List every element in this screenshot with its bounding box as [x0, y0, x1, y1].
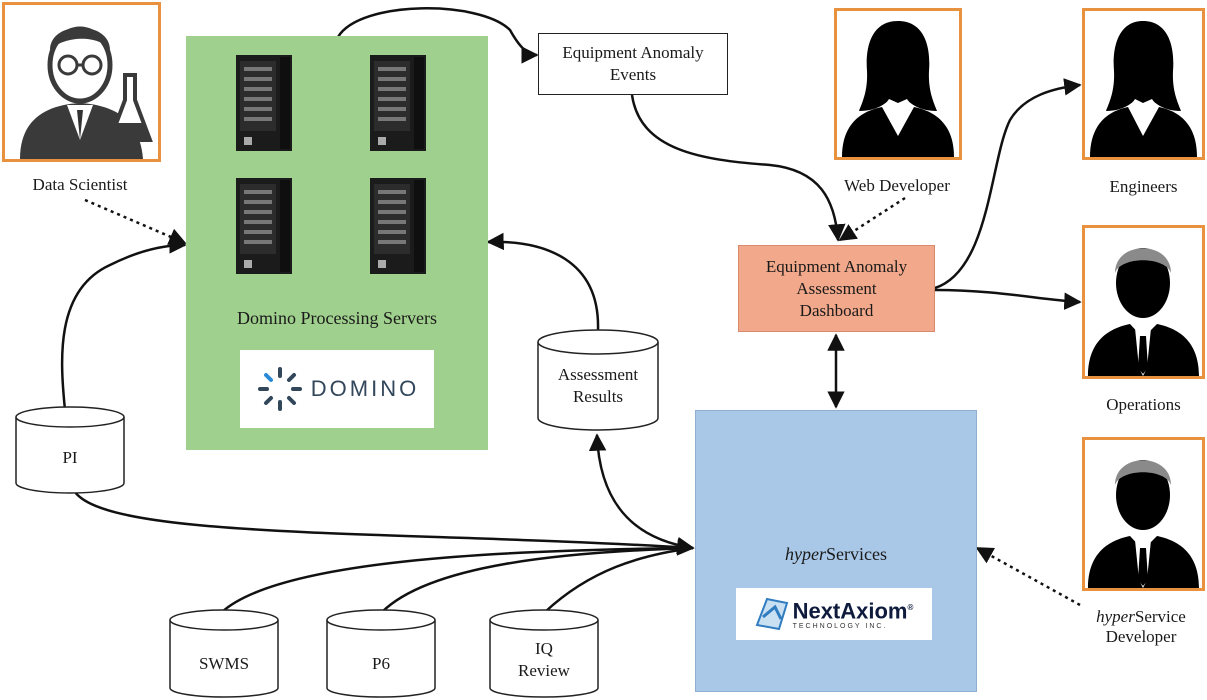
nextaxiom-subtitle: TECHNOLOGY INC.: [792, 623, 888, 631]
pi-db: PI: [14, 405, 126, 495]
assessment-label: Assessment Results: [536, 364, 660, 408]
data-scientist-portrait: [2, 2, 161, 162]
database-icon: [489, 609, 599, 698]
domino-caption: Domino Processing Servers: [237, 308, 437, 328]
domino-logo-text: DOMINO: [310, 376, 420, 401]
dashboard-to-operations: [934, 288, 1082, 310]
web-developer-portrait: [834, 8, 962, 160]
swms-label: SWMS: [198, 654, 250, 673]
hyperservices-title: hyperServices: [696, 544, 976, 564]
server-icon: [368, 53, 428, 153]
operations-label: Operations: [1106, 395, 1181, 414]
assessment-to-domino: [486, 232, 600, 331]
web-developer-link: [838, 196, 906, 242]
events-to-dashboard: [630, 94, 846, 242]
man-silhouette-icon: [1088, 248, 1199, 376]
dashboard-line3: Dashboard: [799, 300, 874, 320]
hyperservices-panel: hyperServices NextAxiom® TECHNOLOGY INC.: [695, 410, 977, 692]
hyperservice-developer-link: [975, 546, 1081, 607]
database-icon: [15, 406, 125, 494]
iq-to-hyperservices: [544, 546, 694, 613]
server-icon: [368, 176, 428, 276]
domino-logo: DOMINO: [240, 350, 434, 428]
server-icon: [234, 176, 294, 276]
iq-review-label: IQ Review: [488, 638, 600, 682]
database-icon: [537, 329, 659, 431]
assessment-line1: Assessment: [557, 365, 639, 384]
engineers-portrait: [1082, 8, 1205, 160]
operations-portrait: [1082, 225, 1205, 379]
assessment-line2: Results: [572, 387, 624, 406]
web-developer-label: Web Developer: [844, 176, 950, 195]
events-line1: Equipment Anomaly: [562, 43, 704, 62]
nextaxiom-logo-icon: [755, 597, 788, 631]
dashboard-to-engineers: [934, 78, 1082, 290]
p6-label: P6: [372, 654, 390, 673]
hyperservices-title-italic: hyper: [785, 544, 826, 564]
hyperservices-assessment-link: [588, 433, 695, 555]
events-line2: Events: [609, 65, 657, 84]
data-scientist-label: Data Scientist: [32, 175, 128, 194]
assessment-dashboard-box: Equipment Anomaly Assessment Dashboard: [738, 245, 935, 332]
iq-line1: IQ: [535, 639, 553, 658]
iq-line2: Review: [518, 661, 570, 680]
pi-to-hyperservices: [73, 491, 695, 556]
p6-db: P6: [325, 608, 437, 698]
hyperservice-developer-line2: Developer: [1105, 627, 1177, 646]
man-silhouette-icon: [1088, 460, 1199, 588]
woman-silhouette-icon: [1090, 21, 1197, 157]
swms-db: SWMS: [168, 608, 280, 698]
p6-to-hyperservices: [381, 546, 694, 613]
domino-logo-icon: [257, 367, 302, 411]
hyperservice-developer-rest: Service: [1134, 607, 1186, 626]
hyperservice-developer-italic: hyper: [1096, 607, 1135, 626]
domino-to-events: [336, 7, 539, 64]
hyperservices-title-rest: Services: [826, 544, 887, 564]
engineers-label: Engineers: [1109, 177, 1178, 196]
dashboard-line1: Equipment Anomaly: [765, 256, 908, 276]
server-icon: [234, 53, 294, 153]
database-icon: [169, 609, 279, 698]
nextaxiom-name: NextAxiom: [792, 598, 908, 624]
assessment-results-db: Assessment Results: [536, 328, 660, 432]
hyperservice-developer-label: hyperService Developer: [1076, 607, 1206, 647]
iq-review-db: IQ Review: [488, 608, 600, 698]
nextaxiom-logo-text: NextAxiom® TECHNOLOGY INC.: [793, 597, 914, 631]
data-scientist-link: [84, 198, 187, 245]
equipment-anomaly-events-box: Equipment Anomaly Events: [538, 33, 728, 95]
dashboard-line2: Assessment: [796, 278, 877, 298]
data-scientist-icon: [5, 5, 158, 159]
database-icon: [326, 609, 436, 698]
pi-label: PI: [62, 448, 78, 467]
nextaxiom-registered: ®: [907, 602, 914, 612]
nextaxiom-logo: NextAxiom® TECHNOLOGY INC.: [736, 588, 932, 640]
swms-to-hyperservices: [221, 546, 694, 613]
woman-silhouette-icon: [842, 21, 954, 157]
domino-panel: Domino Processing Servers DOMINO: [186, 36, 488, 450]
hyperservice-developer-portrait: [1082, 437, 1205, 591]
pi-to-domino: [60, 236, 187, 411]
